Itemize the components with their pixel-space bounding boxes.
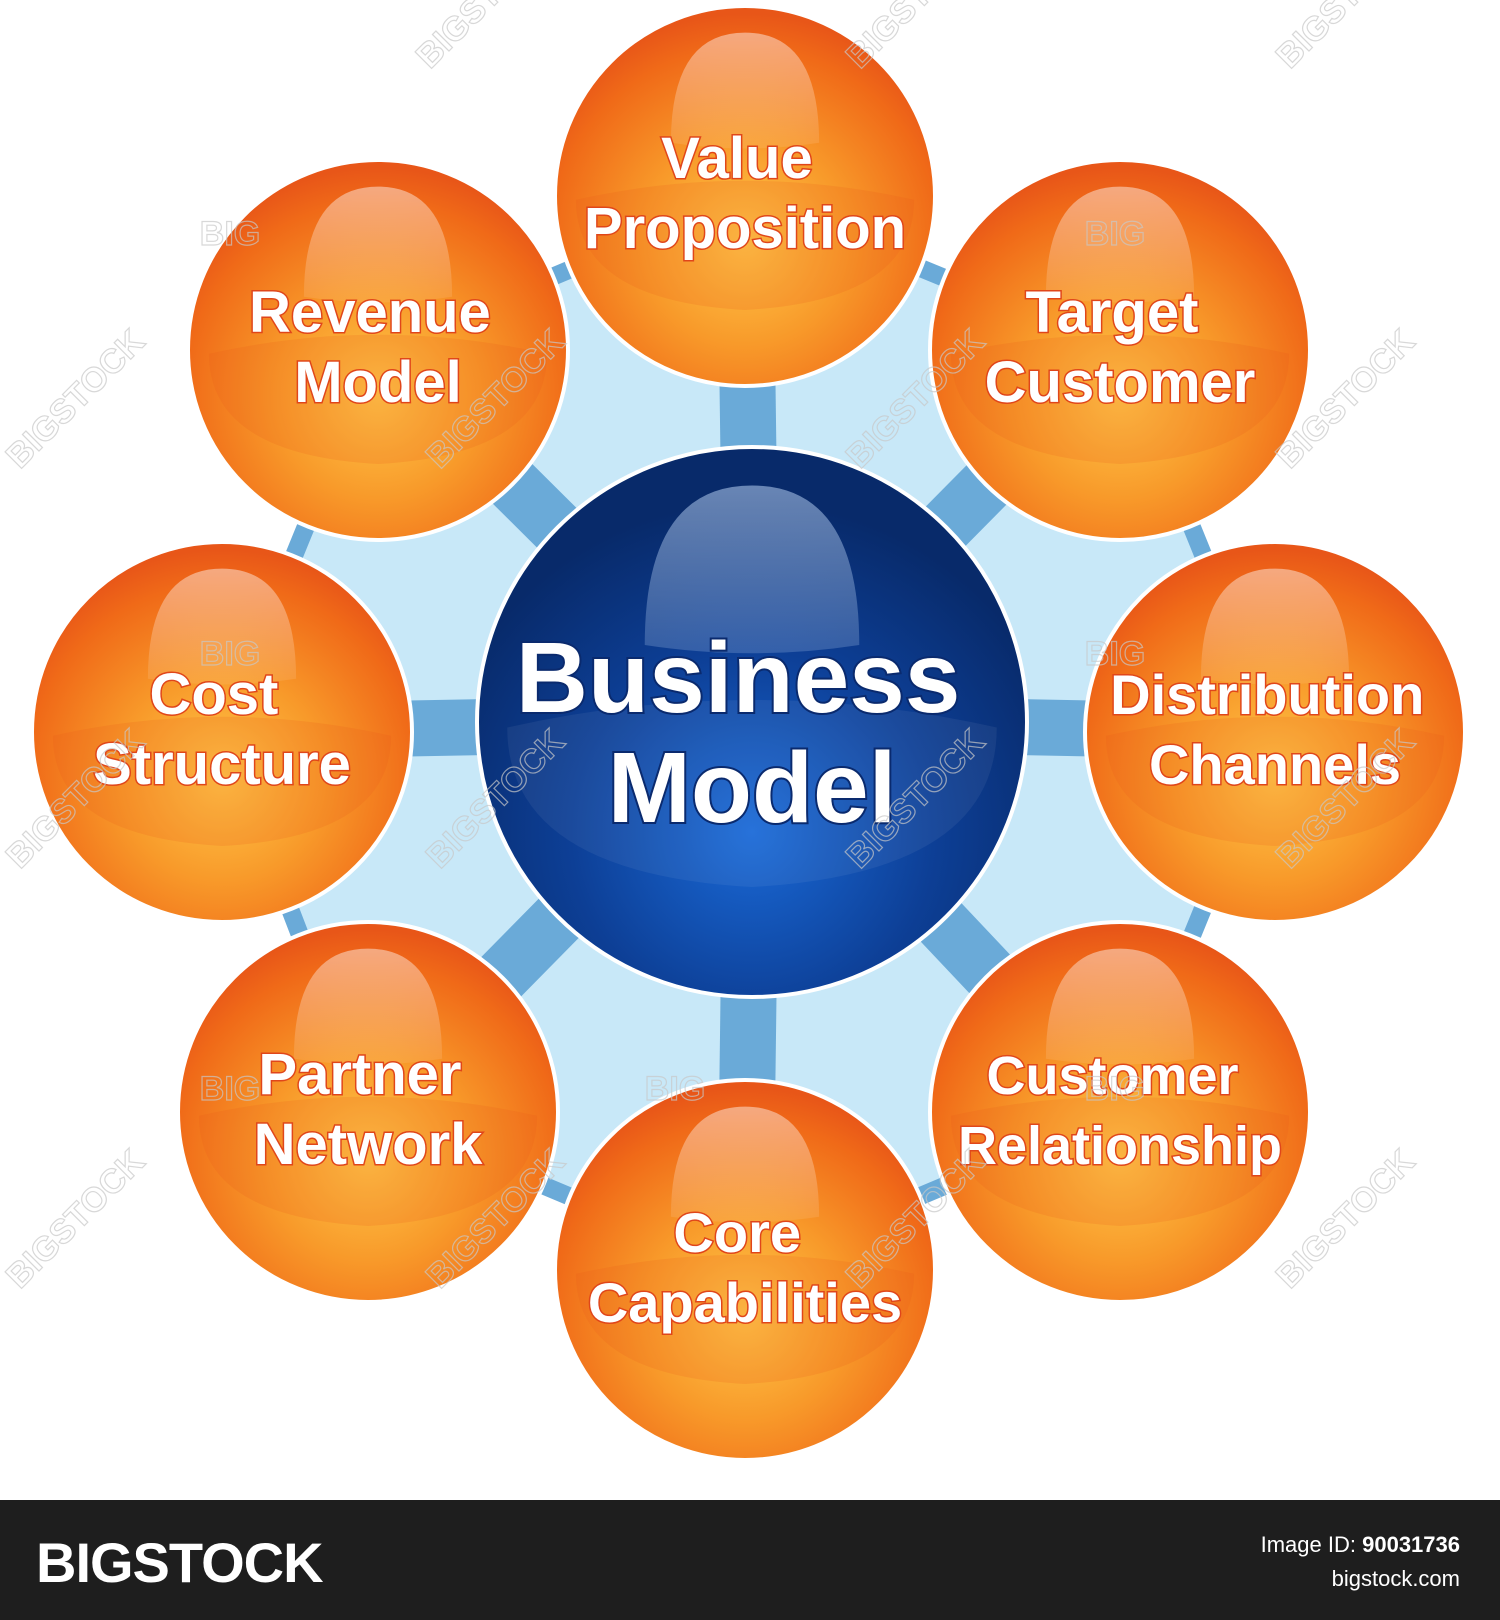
- node-label: Customer Relationship: [958, 1046, 1282, 1176]
- node-circle: [553, 1078, 937, 1462]
- node-label-line-1: Core: [673, 1201, 801, 1264]
- watermark-small: BIG: [200, 635, 260, 673]
- node-label: Target Customer: [985, 280, 1256, 415]
- outer-nodes: Value Proposition Target Customer Distri…: [30, 4, 1467, 1462]
- node-circle: [928, 158, 1312, 542]
- node-circle: [30, 540, 414, 924]
- business-model-diagram: Business Model Value Proposition Target …: [0, 0, 1467, 1462]
- center-node-business-model: Business Model: [475, 445, 1029, 999]
- node-gloss-low: [950, 334, 1290, 464]
- node-gloss-low: [575, 1254, 915, 1384]
- node-gloss: [147, 568, 297, 685]
- watermark-text: BIGSTOCK: [839, 0, 993, 76]
- watermark-small: BIG: [1085, 1070, 1145, 1108]
- node-label-line-2: Capabilities: [588, 1271, 902, 1334]
- watermark-text: BIGSTOCK: [0, 322, 152, 476]
- node-label-line-2: Proposition: [584, 196, 906, 261]
- footer-bar: BIGSTOCK Image ID: 90031736 bigstock.com: [0, 1500, 1500, 1620]
- watermark-small: BIG: [200, 215, 260, 253]
- node-label-line-2: Channels: [1149, 733, 1401, 796]
- center-gloss-low: [507, 700, 997, 887]
- node-label-line-1: Cost: [149, 662, 278, 727]
- node-label-line-2: Model: [294, 350, 462, 415]
- node-label: Partner Network: [254, 1042, 484, 1177]
- watermark-small: BIG: [200, 1070, 260, 1108]
- node-circle: [186, 158, 570, 542]
- image-id-value: 90031736: [1362, 1532, 1460, 1557]
- node-circle: [928, 920, 1312, 1304]
- node-label-line-1: Partner: [258, 1042, 461, 1107]
- image-id-label: Image ID:: [1260, 1532, 1356, 1557]
- node-label-line-1: Revenue: [249, 280, 491, 345]
- footer-site-link[interactable]: bigstock.com: [1331, 1566, 1460, 1591]
- center-circle: [475, 445, 1029, 999]
- node-distribution-channels: Distribution Channels: [1083, 540, 1467, 924]
- node-label-line-2: Network: [254, 1112, 484, 1177]
- watermark-small: BIG: [1085, 635, 1145, 673]
- center-label-line-2: Model: [608, 732, 897, 844]
- node-gloss-low: [575, 180, 915, 310]
- node-revenue-model: Revenue Model: [186, 158, 570, 542]
- node-label: Value Proposition: [584, 126, 906, 261]
- node-label-line-2: Relationship: [958, 1116, 1282, 1176]
- node-label-line-1: Distribution: [1110, 663, 1424, 726]
- watermark-small: BIG: [1085, 215, 1145, 253]
- node-partner-network: Partner Network: [176, 920, 560, 1304]
- node-gloss-low: [208, 334, 548, 464]
- node-gloss: [670, 1106, 820, 1223]
- node-gloss-low: [198, 1096, 538, 1226]
- watermark-text: BIGSTOCK: [409, 0, 563, 76]
- center-gloss: [644, 485, 860, 654]
- node-label-line-2: Customer: [985, 350, 1256, 415]
- watermark-text: BIGSTOCK: [0, 1142, 152, 1296]
- watermark-text: BIGSTOCK: [1269, 0, 1423, 76]
- center-label: Business Model: [516, 622, 988, 844]
- node-gloss-low: [950, 1096, 1290, 1226]
- node-core-capabilities: Core Capabilities: [553, 1078, 937, 1462]
- node-circle: [553, 4, 937, 388]
- node-circle: [176, 920, 560, 1304]
- node-label: Revenue Model: [249, 280, 507, 415]
- node-label-line-1: Customer: [986, 1046, 1238, 1106]
- node-label-line-2: Structure: [93, 732, 351, 797]
- node-label-line-1: Value: [661, 126, 813, 191]
- node-cost-structure: Cost Structure: [30, 540, 414, 924]
- node-circle: [1083, 540, 1467, 924]
- node-label-line-1: Target: [1025, 280, 1198, 345]
- watermark-small: BIG: [645, 1070, 705, 1108]
- node-target-customer: Target Customer: [928, 158, 1312, 542]
- node-gloss: [303, 186, 453, 303]
- node-gloss-low: [1105, 716, 1445, 846]
- footer-logo: BIGSTOCK: [36, 1531, 324, 1594]
- center-label-line-1: Business: [516, 622, 961, 734]
- node-label: Core Capabilities: [588, 1201, 902, 1334]
- node-label: Distribution Channels: [1110, 663, 1440, 796]
- node-gloss-low: [52, 716, 392, 846]
- node-gloss: [1045, 948, 1195, 1065]
- node-label: Cost Structure: [93, 662, 351, 797]
- node-gloss: [1045, 186, 1195, 303]
- node-customer-relationship: Customer Relationship: [928, 920, 1312, 1304]
- node-gloss: [670, 32, 820, 149]
- node-gloss: [1200, 568, 1350, 685]
- node-value-proposition: Value Proposition: [553, 4, 937, 388]
- node-gloss: [293, 948, 443, 1065]
- footer-image-id: Image ID: 90031736: [1261, 1532, 1460, 1558]
